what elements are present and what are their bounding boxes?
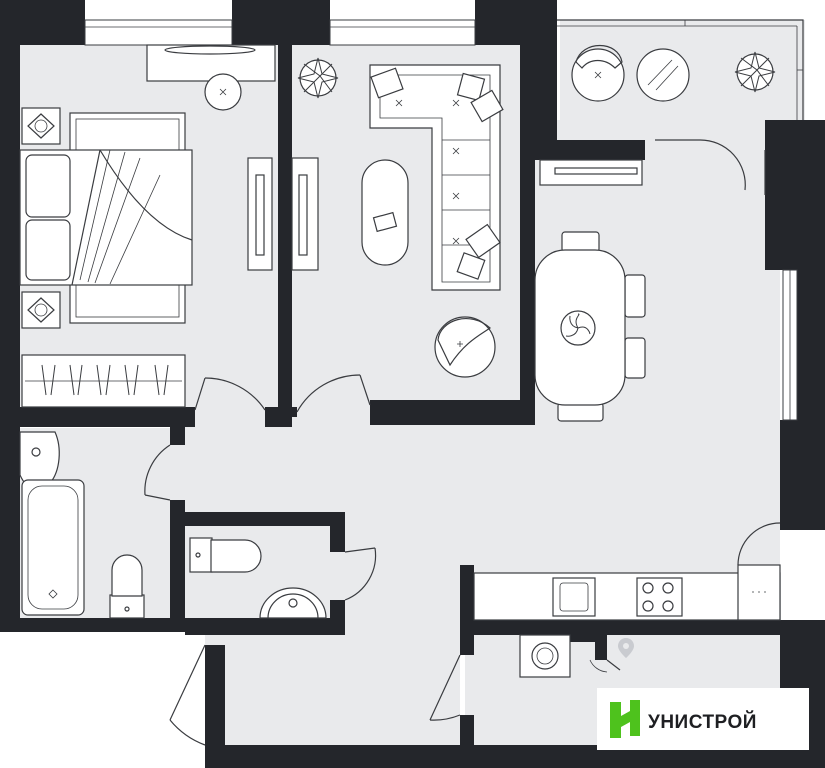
brand-name: УНИСТРОЙ (648, 711, 757, 733)
wall (205, 645, 225, 768)
kitchen (473, 159, 781, 678)
windows (84, 19, 804, 421)
unistroy-logo-icon (610, 700, 640, 738)
living-door (359, 374, 371, 406)
bathroom (19, 431, 145, 619)
cushion (370, 67, 404, 99)
wall (460, 620, 780, 635)
wall (520, 0, 557, 160)
wall (0, 0, 20, 632)
tv (554, 167, 638, 175)
wall (535, 140, 645, 160)
tv (255, 174, 265, 256)
kitchen-door (737, 522, 781, 566)
coffee-table (361, 159, 409, 266)
plant-icon (734, 51, 776, 93)
hall-lower-floor (330, 515, 460, 635)
toilet (109, 554, 145, 619)
living-room (291, 57, 504, 378)
wall (232, 0, 330, 45)
wall (265, 407, 292, 427)
sofa (369, 64, 501, 291)
wall (570, 630, 600, 642)
wall (185, 512, 345, 526)
chair (557, 402, 604, 422)
wall (460, 715, 474, 745)
wall (205, 745, 780, 768)
armchair (434, 316, 496, 378)
toilet-room (189, 537, 327, 619)
bathroom-door (144, 494, 171, 501)
round-table (636, 48, 690, 102)
wall (370, 400, 535, 425)
wall (170, 500, 185, 630)
doors (144, 139, 781, 746)
bedroom-window (84, 19, 233, 46)
brand-logo: УНИСТРОЙ (597, 688, 809, 750)
wall (460, 565, 474, 655)
wall (797, 120, 825, 420)
tv (298, 174, 308, 256)
wall (0, 618, 205, 632)
wall (185, 618, 345, 635)
pillow (25, 219, 71, 281)
armchair (571, 44, 625, 102)
wall (292, 407, 297, 417)
wall (278, 45, 292, 413)
balcony-glazing (557, 19, 804, 120)
bathtub (21, 479, 85, 616)
wall (595, 630, 607, 660)
wall (520, 160, 535, 425)
fridge (737, 564, 781, 621)
pillow (25, 154, 71, 218)
chair (624, 274, 646, 318)
wall (170, 425, 185, 445)
washing-machine (519, 634, 571, 678)
corridor-door (429, 654, 461, 721)
location-pin-icon (618, 638, 634, 658)
sink (552, 577, 596, 617)
kitchen-counter (473, 572, 781, 621)
flower-vase-icon (560, 310, 596, 346)
cushion (465, 223, 501, 259)
toilet-door (344, 547, 376, 553)
stove (636, 577, 683, 617)
book-icon (372, 211, 398, 233)
cushion (470, 89, 504, 123)
entrance-door (169, 644, 206, 721)
bedroom-door (194, 377, 206, 411)
chair (561, 231, 600, 253)
wall (780, 420, 825, 530)
chair (624, 337, 646, 379)
wall (330, 512, 345, 552)
cushion (456, 252, 486, 280)
entrance-floor (205, 635, 460, 745)
wall (20, 407, 195, 427)
plant-icon (297, 57, 339, 99)
bedroom (19, 44, 276, 408)
living-window (329, 19, 476, 46)
balcony (571, 44, 776, 102)
lamp-shelf (164, 45, 256, 55)
toilet (189, 537, 262, 573)
cushion (456, 72, 486, 102)
